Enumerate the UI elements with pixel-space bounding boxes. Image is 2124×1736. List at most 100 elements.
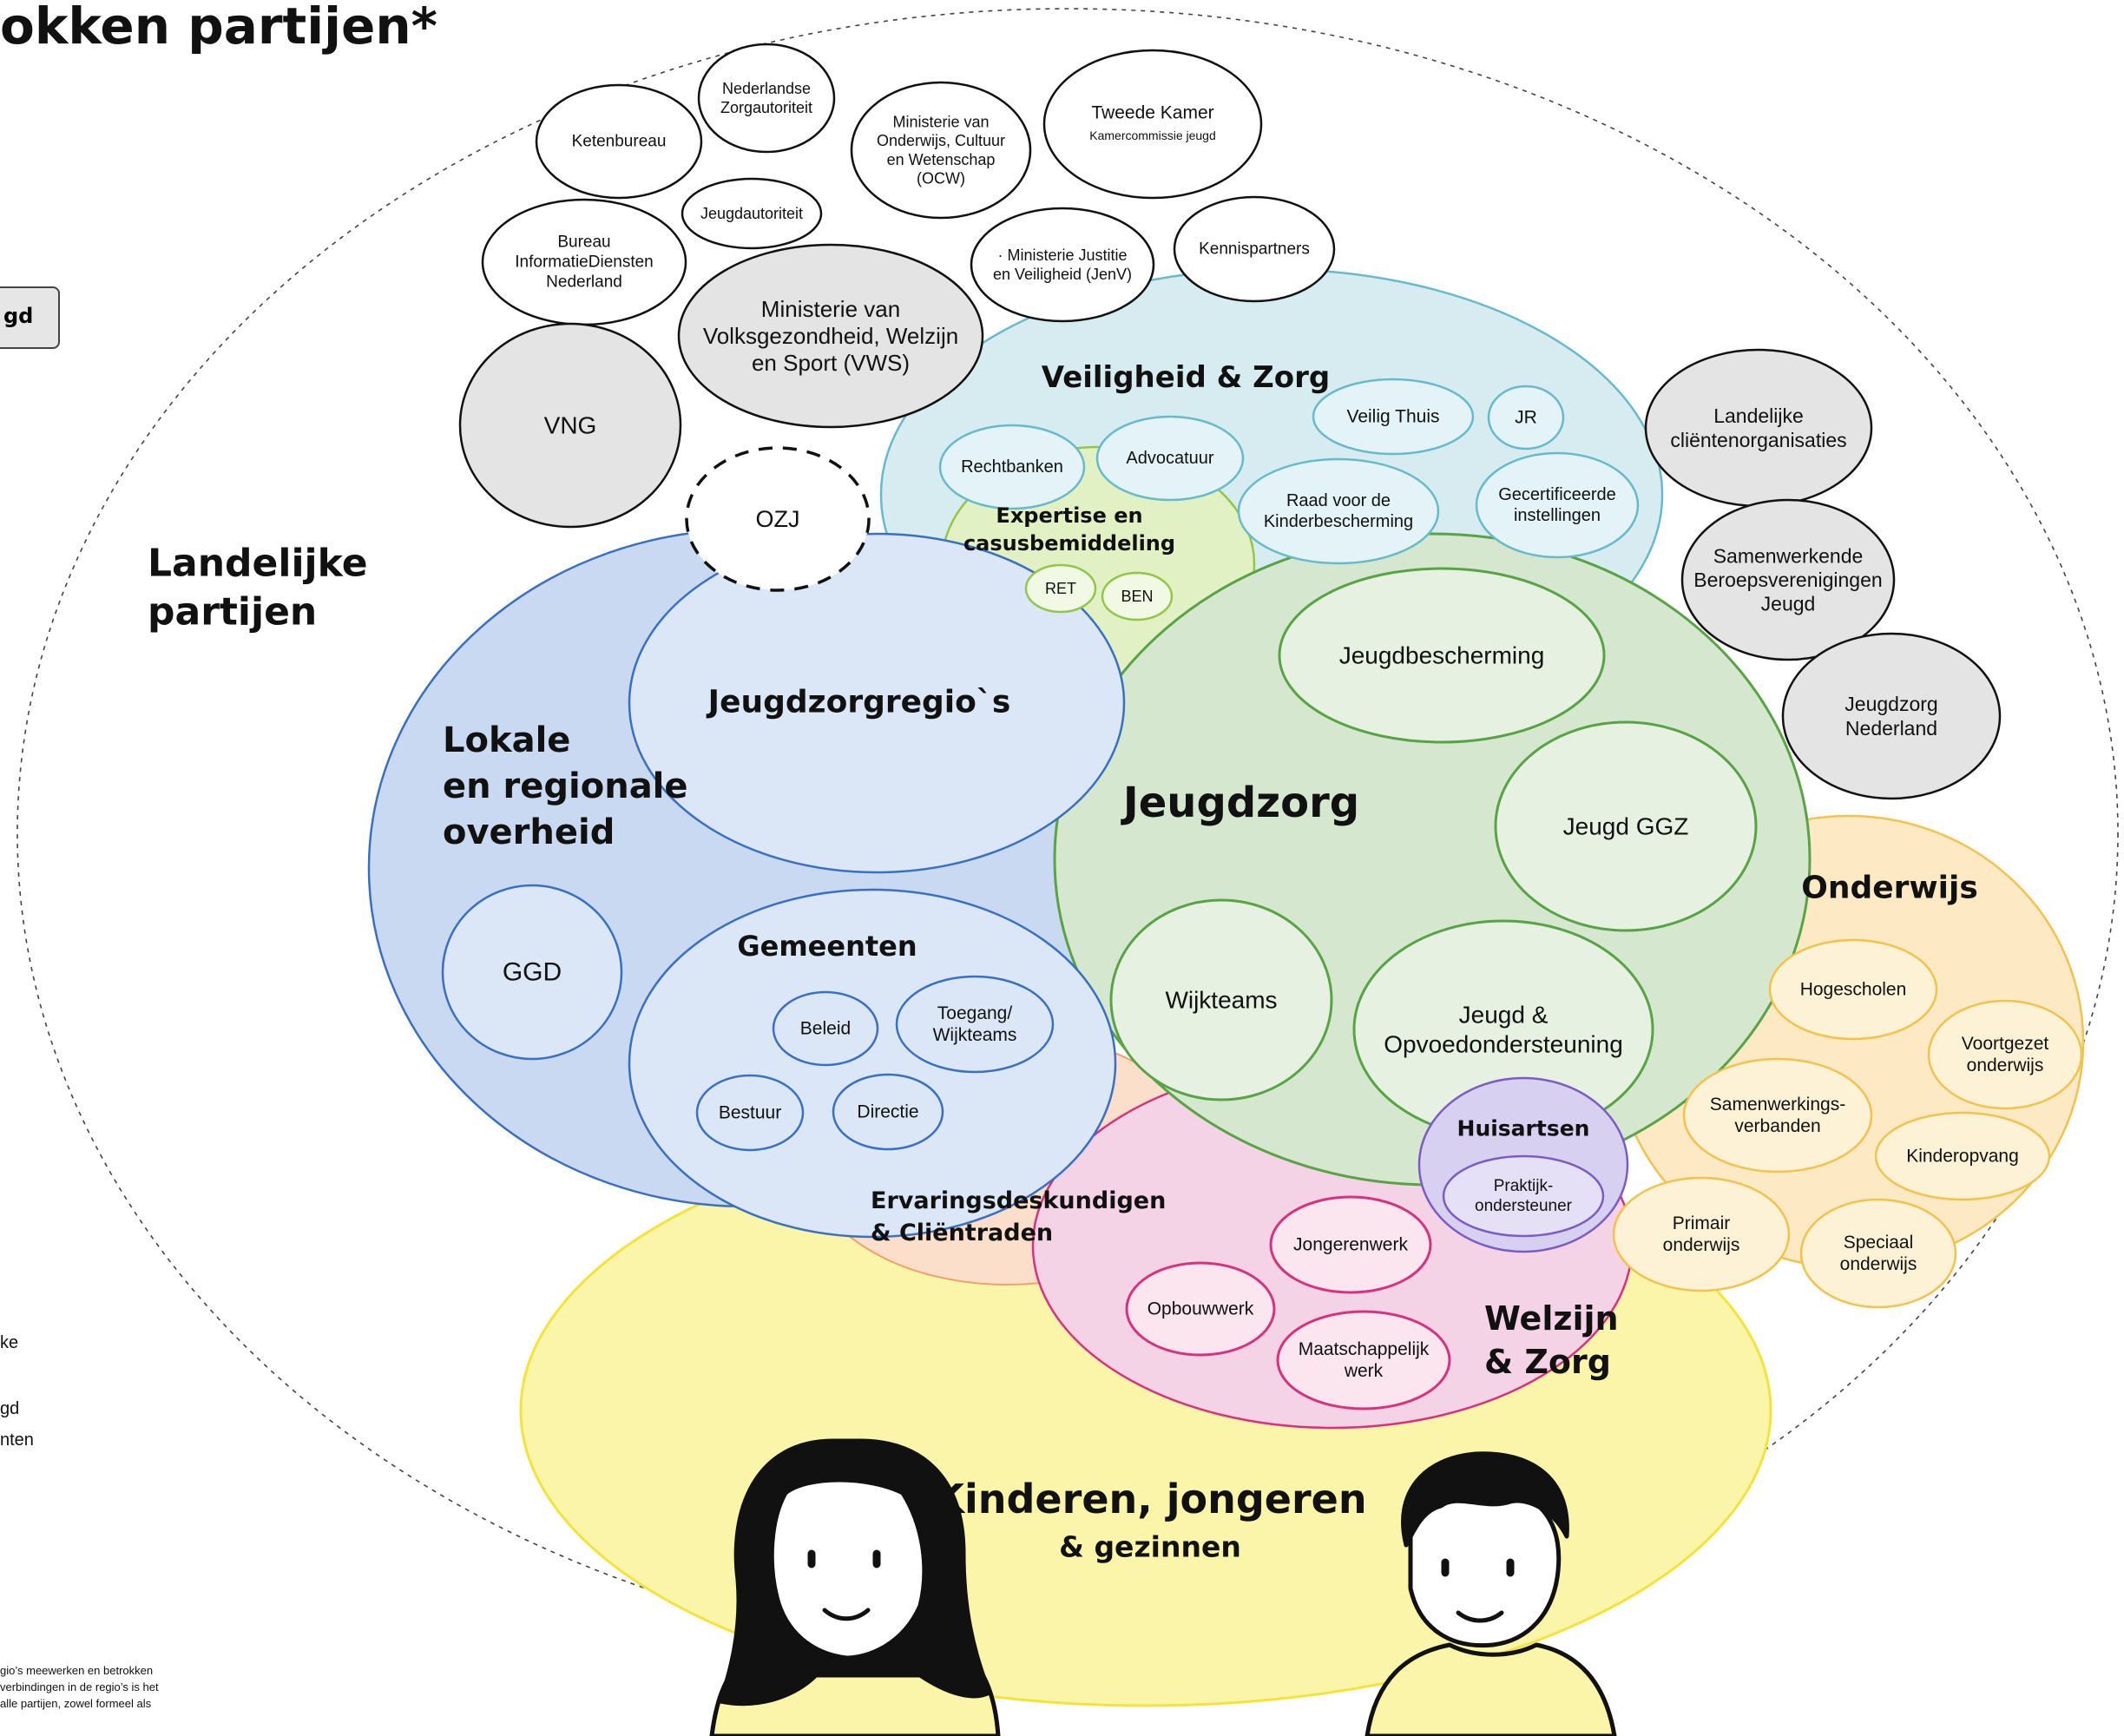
opbouwwerk-node	[1125, 1261, 1276, 1357]
girl-mouth-illustration	[822, 1608, 871, 1621]
jeugdbescherming-node-label: Jeugdbescherming	[1339, 642, 1545, 669]
tweede-kamer-sub: Kamercommissie jeugd	[1089, 128, 1216, 142]
ozj-circle	[685, 446, 871, 592]
ocw-node-label-line: en Wetenschap	[887, 151, 996, 168]
boy-mouth-illustration	[1456, 1610, 1504, 1623]
raad-node-label-line: Kinderbescherming	[1264, 512, 1413, 531]
ervaring-heading-line: Ervaringsdeskundigen	[871, 1187, 1166, 1214]
primair-node-label-line: onderwijs	[1663, 1235, 1740, 1255]
primair-node-label-line: Primair	[1673, 1213, 1731, 1233]
expertise-heading-line: Expertise en	[996, 503, 1142, 528]
voortgezet-node-label-line: Voortgezet	[1962, 1034, 2049, 1054]
kennispartners-node-label: Kennispartners	[1199, 240, 1310, 259]
welzijn-heading-line: Welzijn	[1484, 1299, 1619, 1338]
directie-node-label: Directie	[857, 1102, 918, 1122]
side-label-3: nten	[0, 1430, 34, 1450]
praktijk-node-label-line: ondersteuner	[1475, 1197, 1573, 1215]
veilig-thuis-node	[1312, 378, 1475, 456]
jongerenwerk-node-label: Jongerenwerk	[1293, 1235, 1408, 1255]
nza-node-label-line: Zorgautoriteit	[720, 99, 812, 116]
advocatuur-node-label: Advocatuur	[1126, 449, 1214, 468]
page-title: okken partijen*	[0, 0, 437, 56]
rechtbanken-node-label: Rechtbanken	[961, 457, 1063, 477]
jenv-node-label-line: en Veiligheid (JenV)	[993, 266, 1132, 283]
vws-node-label-line: en Sport (VWS)	[752, 350, 910, 376]
clientenorg-node-label-line: Landelijke	[1713, 404, 1804, 427]
wijkteams-node	[1109, 898, 1333, 1101]
raad-node-label-line: Raad voor de	[1286, 491, 1391, 510]
ret-node	[1024, 563, 1097, 614]
maatschappelijk-node	[1276, 1310, 1451, 1410]
welzijn-heading-line: & Zorg	[1484, 1343, 1611, 1381]
footnote-line: gio’s meewerken en betrokken	[0, 1664, 154, 1677]
jongerenwerk-node	[1269, 1195, 1432, 1294]
jenv-node	[970, 207, 1155, 323]
beroepsverenigingen-node-label-line: Beroepsverenigingen	[1693, 569, 1882, 591]
jeugdbescherming-node	[1278, 567, 1606, 744]
jeugdzorgregios-heading: Jeugdzorgregio`s	[706, 685, 1011, 720]
ketenbureau-node-label: Ketenbureau	[572, 133, 667, 151]
ocw-node	[850, 81, 1032, 220]
speciaal-node-label-line: onderwijs	[1840, 1254, 1917, 1274]
nza-node-label-line: Nederlandse	[722, 80, 811, 97]
huisartsen-heading: Huisartsen	[1457, 1116, 1590, 1141]
ret-node-label: RET	[1045, 580, 1076, 597]
opvoedondersteuning-node-label-line: Opvoedondersteuning	[1384, 1030, 1623, 1057]
clientenorg-node-label-line: cliëntenorganisaties	[1670, 429, 1846, 451]
ocw-node-label-line: Onderwijs, Cultuur	[877, 132, 1005, 149]
bid-node-label-line: Nederland	[546, 273, 622, 291]
vng-node	[458, 322, 682, 529]
boy-hair-illustration	[1401, 1451, 1569, 1548]
legend-button[interactable]: gd	[0, 286, 60, 349]
praktijk-node	[1442, 1154, 1605, 1238]
jenv-node-label-line: · Ministerie Justitie	[997, 247, 1127, 264]
lokaal-heading-line: Lokale	[443, 720, 570, 760]
vws-node-label-line: Ministerie van	[761, 296, 900, 322]
gecertificeerde-node-label-line: instellingen	[1514, 506, 1601, 525]
opvoedondersteuning-node-label-line: Jeugd &	[1459, 1002, 1549, 1029]
lokaal-heading-line: en regionale	[443, 766, 688, 806]
boy-eyes-illustration	[1441, 1558, 1515, 1577]
bid-node-label-line: InformatieDiensten	[515, 253, 653, 272]
kinderen-sub: & gezinnen	[1059, 1530, 1241, 1564]
jeugdautoriteit-node	[681, 177, 823, 250]
directie-node	[832, 1073, 944, 1151]
kinderopvang-node	[1874, 1111, 2051, 1201]
ervaring-heading-line: & Cliëntraden	[871, 1220, 1053, 1246]
maatschappelijk-node-label-line: Maatschappelijk	[1299, 1339, 1430, 1359]
jeugdzorgregios-circle	[628, 532, 1126, 874]
ben-node	[1101, 571, 1174, 621]
gemeenten-heading: Gemeenten	[737, 930, 917, 963]
raad-node	[1237, 457, 1440, 565]
footnote-line: alle partijen, zowel formeel als	[0, 1697, 152, 1710]
ocw-node-label-line: (OCW)	[917, 169, 965, 187]
voortgezet-node-label-line: onderwijs	[1967, 1055, 2044, 1075]
gecertificeerde-node	[1475, 451, 1640, 559]
footnote: gio’s meewerken en betrokken verbindinge…	[0, 1662, 159, 1712]
hogescholen-node-label: Hogescholen	[1800, 980, 1907, 1000]
jeugdautoriteit-node-label: Jeugdautoriteit	[700, 205, 803, 222]
ben-node-label: BEN	[1121, 588, 1153, 605]
toegang-node	[895, 975, 1055, 1074]
side-label-2: gd	[0, 1399, 20, 1418]
bid-node-label-line: Bureau	[557, 233, 610, 252]
jeugd-ggz-node-label: Jeugd GGZ	[1563, 813, 1689, 840]
girl-face-illustration	[769, 1477, 927, 1660]
voortgezet-node	[1927, 999, 2083, 1110]
girl-eyes-illustration	[807, 1549, 881, 1568]
tweede-kamer-node	[1042, 49, 1263, 200]
nza-node	[697, 43, 836, 154]
boy-shirt-illustration	[1364, 1642, 1617, 1736]
praktijk-node-label-line: Praktijk-	[1494, 1177, 1554, 1195]
landelijke-heading-line: Landelijke	[148, 542, 368, 586]
opbouwwerk-node-label: Opbouwwerk	[1147, 1299, 1254, 1319]
maatschappelijk-node-label-line: werk	[1344, 1361, 1384, 1381]
expertise-heading-line: casusbemiddeling	[963, 531, 1175, 556]
gecertificeerde-node-label-line: Gecertificeerde	[1498, 485, 1616, 504]
landelijke-heading-line: partijen	[148, 590, 317, 635]
advocatuur-node	[1095, 415, 1245, 502]
wijkteams-node-label: Wijkteams	[1165, 987, 1277, 1014]
veilig-thuis-node-label: Veilig Thuis	[1346, 407, 1439, 427]
jeugdzorg-heading: Jeugdzorg	[1121, 779, 1359, 827]
